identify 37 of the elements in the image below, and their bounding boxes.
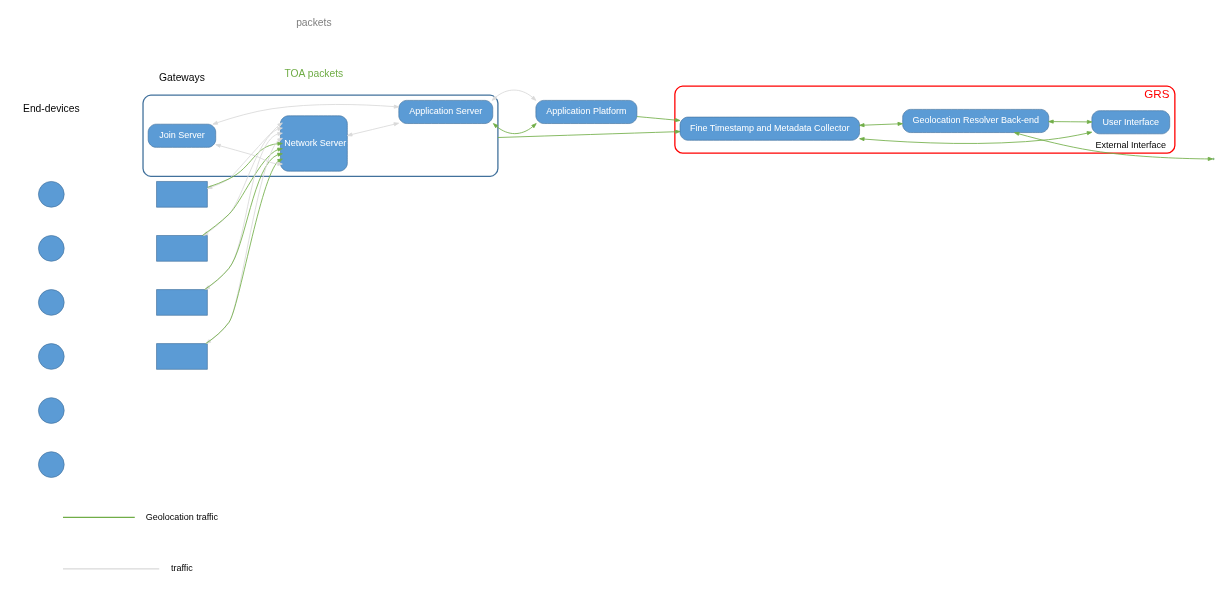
label: TOA packets — [284, 68, 344, 80]
arrow — [212, 104, 400, 125]
label: Gateways — [159, 71, 205, 83]
arrow — [636, 116, 681, 123]
node-circle — [38, 397, 65, 424]
arrow — [492, 123, 537, 135]
arrow — [1014, 131, 1214, 161]
node-box — [156, 235, 208, 262]
node-box: Network Server — [280, 115, 348, 172]
arrow — [1048, 119, 1093, 124]
arrow — [859, 121, 903, 128]
node-circle — [38, 235, 65, 262]
arrow — [859, 131, 1093, 144]
node-circle — [38, 451, 65, 478]
node-box: Application Server — [398, 100, 494, 124]
node-box — [156, 289, 208, 316]
arrow — [207, 141, 283, 188]
legend-label: traffic — [171, 563, 193, 574]
node-box: Join Server — [147, 123, 217, 148]
node-box: Fine Timestamp and Metadata Collector — [679, 116, 860, 141]
edge-label: External Interface — [1095, 140, 1167, 151]
legend-label: Geolocation traffic — [145, 511, 219, 522]
node-box — [156, 181, 208, 208]
node-box: Application Platform — [535, 100, 638, 124]
node-circle — [38, 289, 65, 316]
node-circle — [38, 181, 65, 208]
arrow — [491, 89, 537, 101]
label: End-devices — [23, 103, 80, 115]
arrow — [347, 122, 400, 137]
node-box — [156, 343, 208, 370]
arrow — [207, 122, 283, 189]
node-circle — [38, 343, 65, 370]
arrow — [215, 143, 283, 166]
node-box: Geolocation Resolver Back-end — [902, 109, 1050, 133]
arrow — [497, 129, 681, 138]
node-box: User Interface — [1091, 110, 1171, 135]
label: packets — [296, 16, 332, 28]
